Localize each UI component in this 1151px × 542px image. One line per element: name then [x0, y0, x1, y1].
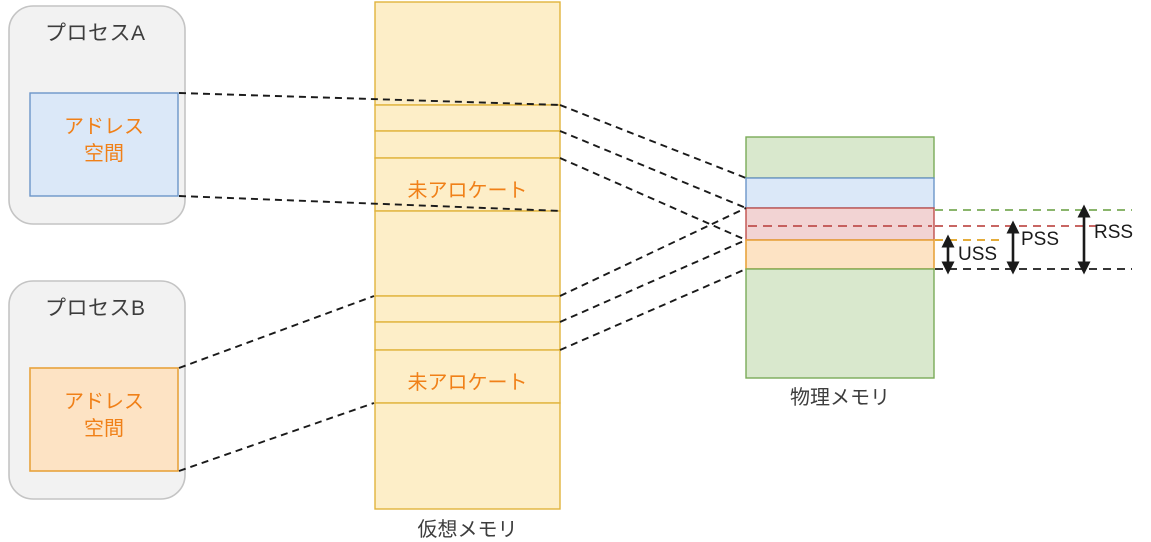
pm-seg-shared[interactable]: [745, 207, 935, 241]
measurement-reference-lines: [935, 209, 1132, 270]
map-line-vm-a1-bottom: [559, 130, 747, 209]
pm-seg-private-a[interactable]: [745, 177, 935, 209]
vm-seg-a2[interactable]: [374, 130, 561, 159]
vm-seg-mid-free[interactable]: [374, 210, 561, 297]
physical-memory-column: [745, 136, 935, 379]
measurement-arrows: [941, 204, 1091, 275]
vm-seg-top-free[interactable]: [374, 1, 561, 106]
map-line-vm-a2-bottom: [559, 157, 747, 241]
vm-seg-b-unalloc[interactable]: [374, 349, 561, 404]
pm-seg-private-b[interactable]: [745, 239, 935, 270]
map-line-vm-b2-top: [559, 239, 747, 323]
virtual-memory-column: [374, 1, 561, 510]
vm-seg-bottom-free[interactable]: [374, 402, 561, 510]
vm-seg-a1[interactable]: [374, 104, 561, 132]
pm-seg-free-bottom[interactable]: [745, 268, 935, 379]
map-line-vm-b1-top: [559, 207, 747, 297]
pm-seg-free-top[interactable]: [745, 136, 935, 179]
map-line-b-bottom: [178, 402, 375, 472]
map-line-vm-a1-top: [559, 104, 747, 179]
vm-seg-b1[interactable]: [374, 295, 561, 323]
map-line-b-top: [178, 295, 375, 369]
map-line-a-top: [178, 92, 563, 106]
process-b-address-space[interactable]: [29, 367, 179, 472]
mapping-lines-process-a-to-vm: [178, 92, 563, 212]
vm-seg-a-unalloc[interactable]: [374, 157, 561, 212]
mapping-lines-process-b-to-vm: [178, 295, 375, 472]
mapping-lines-vm-to-physical: [559, 104, 747, 351]
map-line-a-bottom: [178, 195, 563, 212]
map-line-vm-b2-bottom: [559, 268, 747, 351]
vm-seg-b2[interactable]: [374, 321, 561, 351]
process-a-address-space[interactable]: [29, 92, 179, 197]
